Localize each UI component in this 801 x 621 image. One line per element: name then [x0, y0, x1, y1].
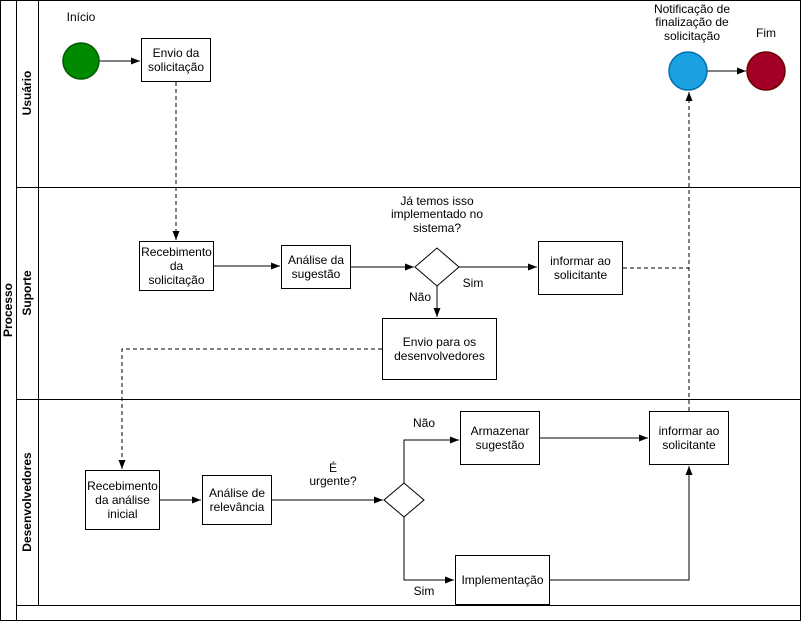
gateway-urgente-question: É urgente?: [309, 461, 357, 489]
lane-label-suporte: Suporte: [20, 270, 34, 316]
notification-event-label: Notificação de finalização de solicitaçã…: [653, 2, 731, 43]
task-recebimento-solicitacao: Recebimento da solicitação: [139, 241, 214, 291]
flow-nao-armazenar: [403, 436, 459, 483]
task-analise-sugestao: Análise da sugestão: [281, 245, 351, 289]
task-recebimento-analise-inicial: Recebimento da análise inicial: [85, 470, 160, 530]
edge-label-sim-urgente: Sim: [413, 584, 435, 598]
end-event-circle: [746, 51, 786, 91]
task-implementacao: Implementação: [455, 555, 550, 605]
flow-sim-implementacao: [403, 517, 454, 584]
edge-label-nao-urgente: Não: [412, 416, 435, 430]
gateway-implementado-question: Já temos isso implementado no sistema?: [390, 194, 484, 235]
task-analise-relevancia: Análise de relevância: [202, 475, 272, 525]
task-informar-solicitante-dev: informar ao solicitante: [649, 411, 729, 465]
edge-label-sim-implementado: Sim: [462, 276, 484, 290]
pool-label: Processo: [1, 282, 15, 338]
task-armazenar-sugestao: Armazenar sugestão: [460, 411, 540, 465]
task-envio-solicitacao: Envio da solicitação: [141, 38, 211, 82]
flow-implementacao-informar: [550, 466, 693, 581]
lane-label-desenvolvedores: Desenvolvedores: [20, 452, 34, 552]
gateway-urgente-diamond: [383, 482, 425, 518]
gateway-implementado-diamond: [414, 247, 460, 287]
task-envio-desenvolvedores: Envio para os desenvolvedores: [382, 318, 497, 380]
message-devs-recebimento-analise: [118, 348, 382, 469]
lane-label-usuario: Usuário: [20, 70, 34, 116]
start-event-label: Início: [66, 10, 96, 24]
notification-event-circle: [668, 51, 708, 91]
edge-label-nao-implementado: Não: [408, 290, 431, 304]
task-informar-solicitante-suporte: informar ao solicitante: [538, 241, 623, 295]
start-event-circle: [62, 42, 100, 80]
end-event-label: Fim: [756, 26, 776, 40]
